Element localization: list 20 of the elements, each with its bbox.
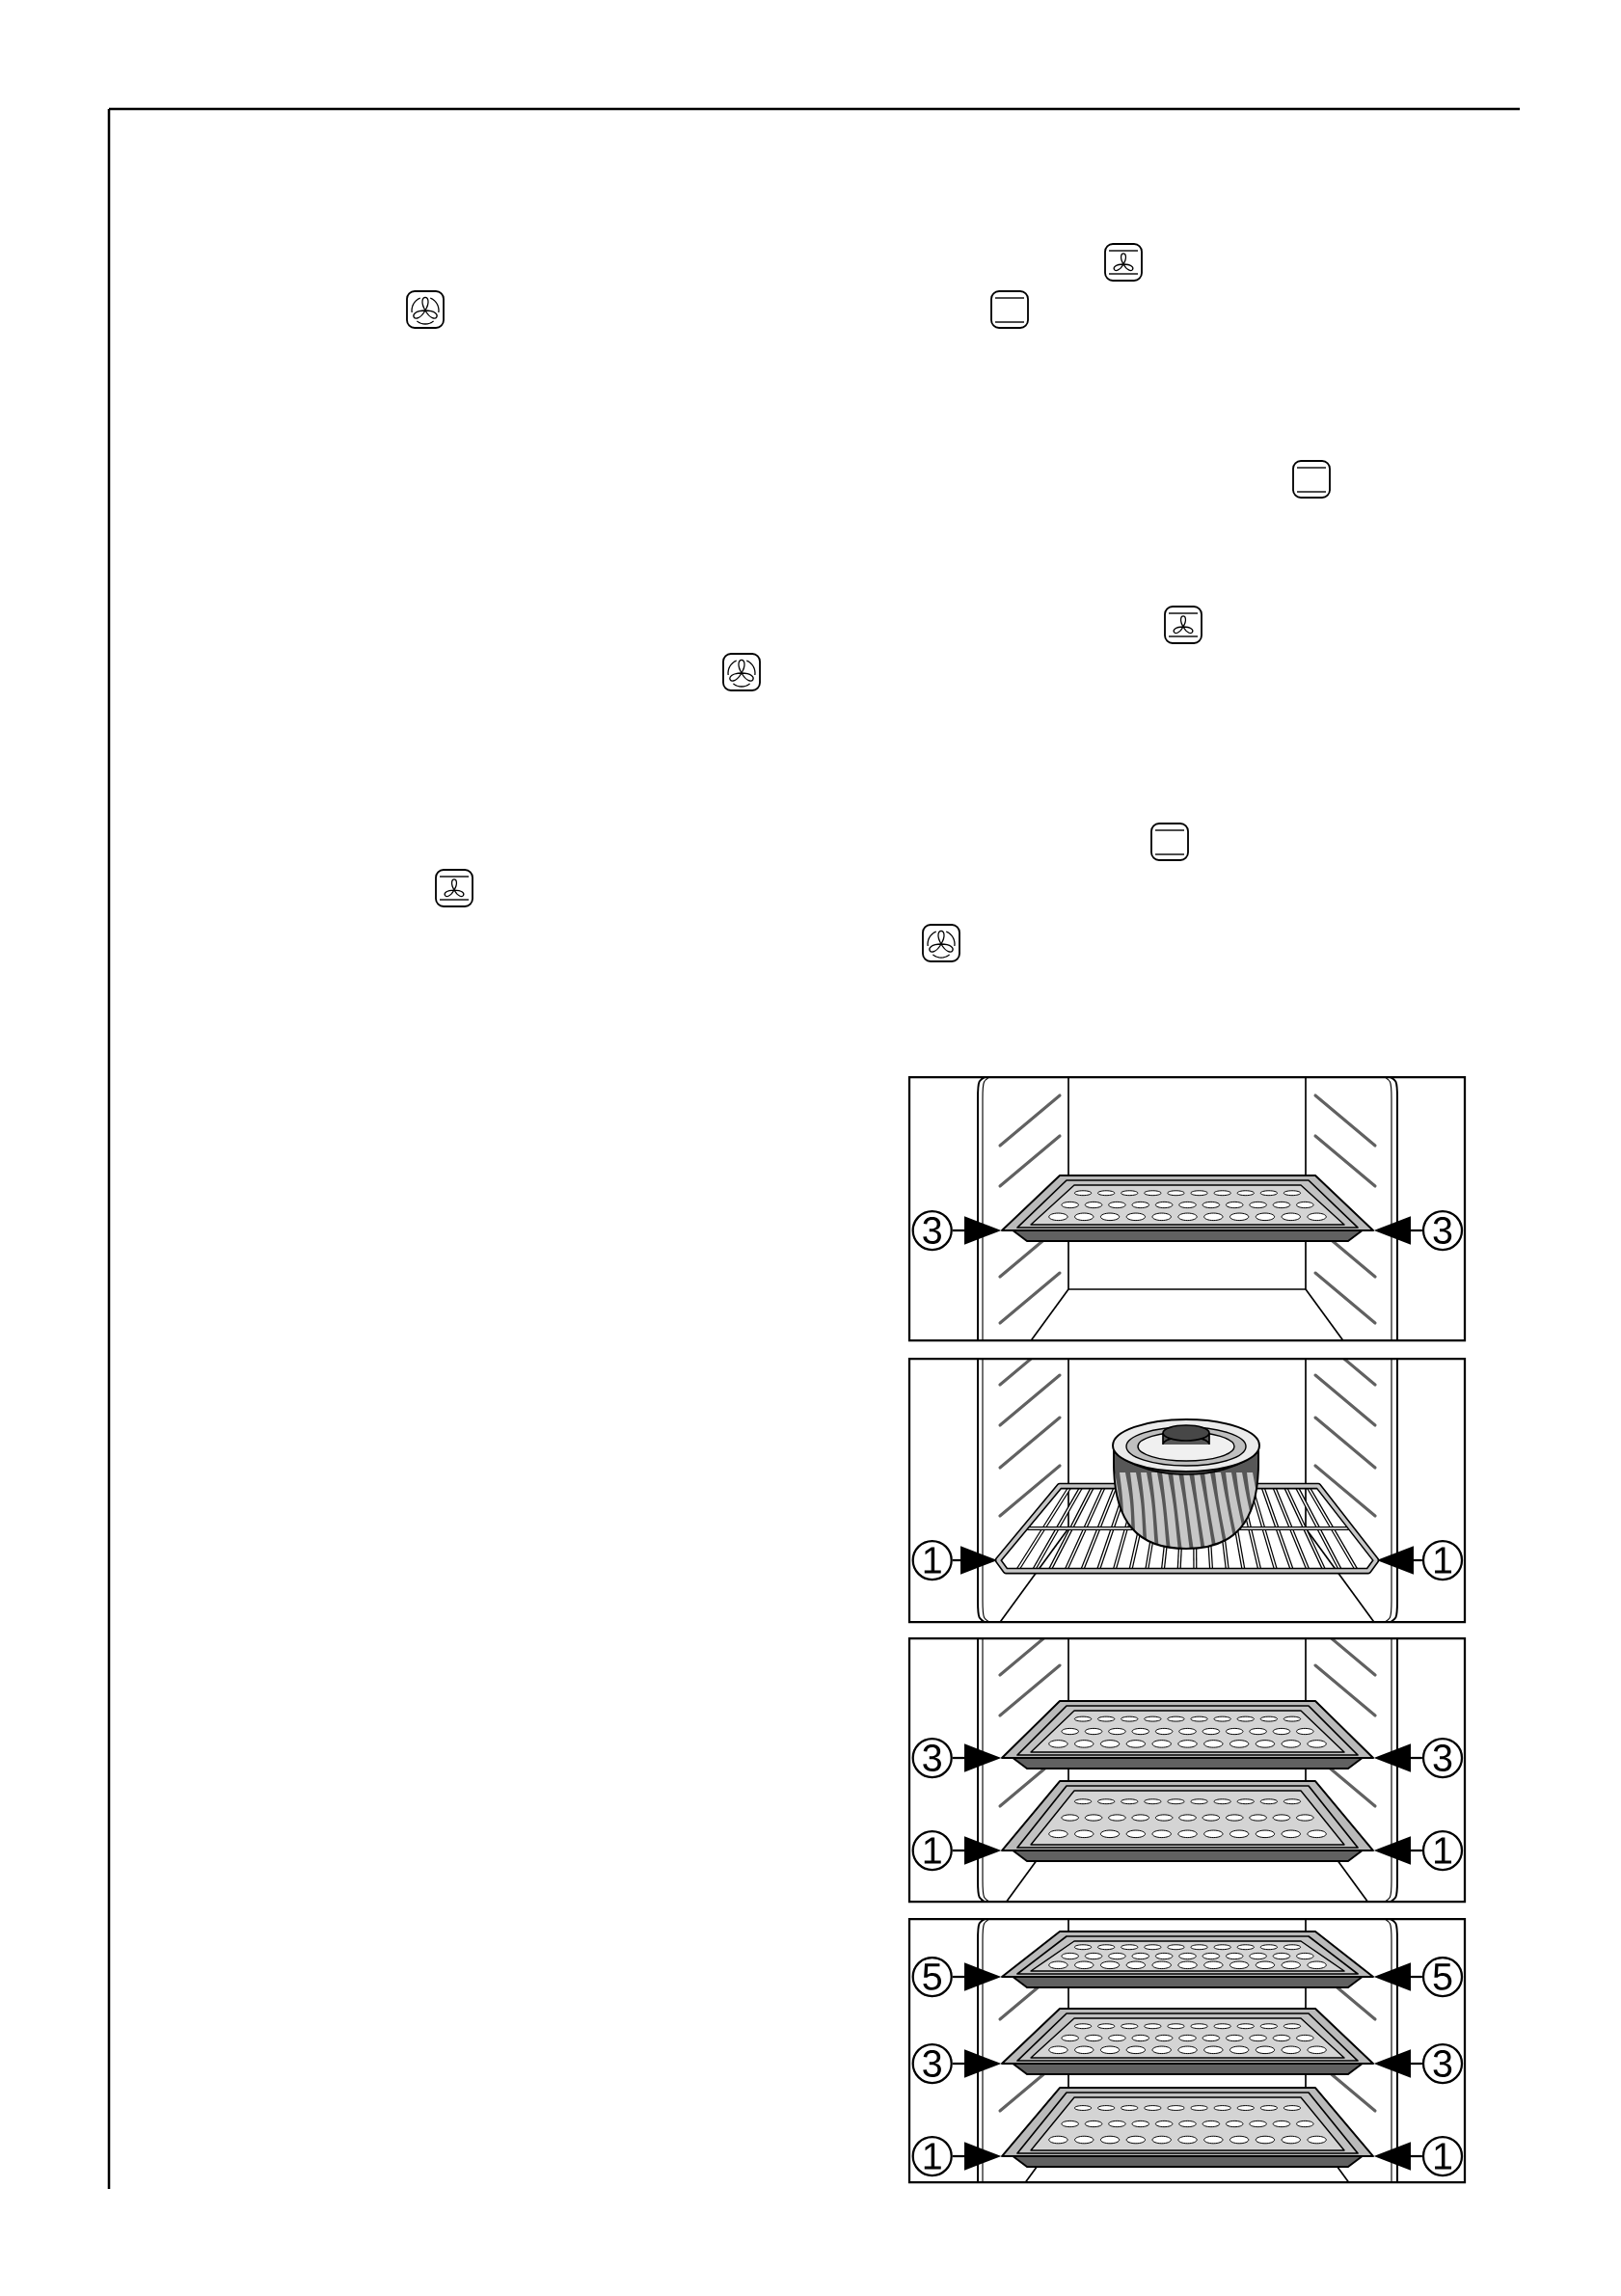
- callout-number: 3: [1421, 2042, 1464, 2085]
- callout-number: 3: [1421, 1737, 1464, 1779]
- baking-tray: [1001, 1700, 1374, 1769]
- callout-number: 1: [1421, 1539, 1464, 1581]
- callout-number: 1: [911, 2135, 953, 2177]
- callout-number: 1: [911, 1539, 953, 1581]
- baking-tray: [1001, 1931, 1374, 1988]
- baking-tray: [1001, 2087, 1374, 2168]
- callout-number: 3: [911, 1209, 953, 1252]
- baking-tray: [1001, 2008, 1374, 2075]
- callout-number: 3: [1421, 1209, 1464, 1252]
- callout-number: 5: [1421, 1956, 1464, 1998]
- baking-tray: [1001, 1175, 1374, 1242]
- baking-tray: [1001, 1780, 1374, 1862]
- callout-number: 1: [1421, 1829, 1464, 1872]
- callout-number: 5: [911, 1956, 953, 1998]
- callout-number: 1: [911, 1829, 953, 1872]
- callout-number: 3: [911, 1737, 953, 1779]
- callout-number: 3: [911, 2042, 953, 2085]
- callout-number: 1: [1421, 2135, 1464, 2177]
